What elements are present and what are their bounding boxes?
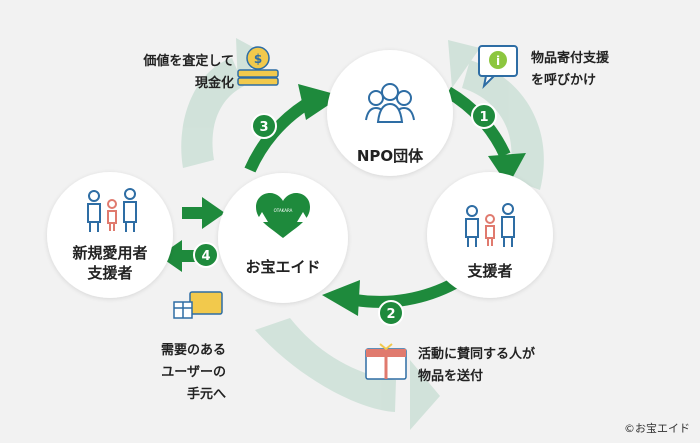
svg-text:$: $ — [254, 52, 262, 66]
group-people-icon — [365, 83, 415, 123]
arrowhead-step-2 — [322, 280, 360, 316]
arrow-step-2 — [354, 277, 458, 308]
copyright-text: ©お宝エイド — [624, 421, 690, 435]
otakara-logo-icon: OTAKARA — [256, 193, 310, 238]
node-supporter: 支援者 — [427, 172, 553, 298]
svg-text:1: 1 — [479, 110, 488, 125]
step-badge-1: 1 — [471, 103, 497, 129]
note-step-2: 活動に賛同する人が 物品を送付 — [365, 343, 535, 384]
svg-text:物品寄付支援: 物品寄付支援 — [531, 50, 610, 66]
svg-text:支援者: 支援者 — [86, 264, 132, 282]
svg-text:現金化: 現金化 — [195, 75, 234, 91]
coins-icon: $ — [237, 46, 279, 86]
svg-text:OTAKARA: OTAKARA — [274, 208, 293, 213]
note-step-4: 需要のある ユーザーの 手元へ — [161, 291, 226, 402]
svg-text:ユーザーの: ユーザーの — [161, 365, 226, 380]
arrowhead-step-1 — [488, 153, 526, 186]
gift-card-icon — [173, 291, 223, 319]
step-badges: 1 2 3 4 — [193, 103, 497, 326]
node-otakara: OTAKARA お宝エイド — [218, 173, 348, 303]
svg-text:2: 2 — [386, 307, 395, 322]
note-step-3: 価値を査定して 現金化 $ — [142, 46, 279, 91]
svg-text:手元へ: 手元へ — [187, 386, 226, 402]
step-badge-2: 2 — [378, 300, 404, 326]
arrowhead-step-4b — [159, 240, 182, 272]
svg-text:物品を送付: 物品を送付 — [418, 368, 483, 384]
svg-text:支援者: 支援者 — [466, 262, 512, 280]
svg-text:i: i — [496, 54, 500, 68]
svg-text:お宝エイド: お宝エイド — [245, 258, 320, 276]
info-chat-icon: i — [478, 45, 518, 90]
svg-text:新規愛用者: 新規愛用者 — [72, 244, 147, 262]
note-step-1: i 物品寄付支援 を呼びかけ — [478, 45, 610, 90]
flow-arrows — [159, 84, 526, 316]
arrow-step-4a-shaft — [182, 207, 206, 219]
node-new-user: 新規愛用者 支援者 — [47, 172, 173, 298]
svg-text:活動に賛同する人が: 活動に賛同する人が — [418, 346, 535, 362]
family-icon — [87, 188, 137, 232]
family-icon — [465, 203, 515, 247]
svg-text:価値を査定して: 価値を査定して — [142, 53, 234, 69]
svg-text:NPO団体: NPO団体 — [357, 147, 424, 165]
node-npo: NPO団体 — [327, 50, 453, 176]
step-badge-4: 4 — [193, 242, 219, 268]
arrowhead-step-4a — [202, 197, 225, 229]
svg-text:4: 4 — [201, 249, 210, 264]
svg-text:を呼びかけ: を呼びかけ — [531, 72, 596, 88]
step-badge-3: 3 — [251, 113, 277, 139]
svg-text:需要のある: 需要のある — [161, 343, 226, 358]
svg-text:3: 3 — [259, 120, 268, 135]
gift-box-icon — [365, 343, 407, 380]
